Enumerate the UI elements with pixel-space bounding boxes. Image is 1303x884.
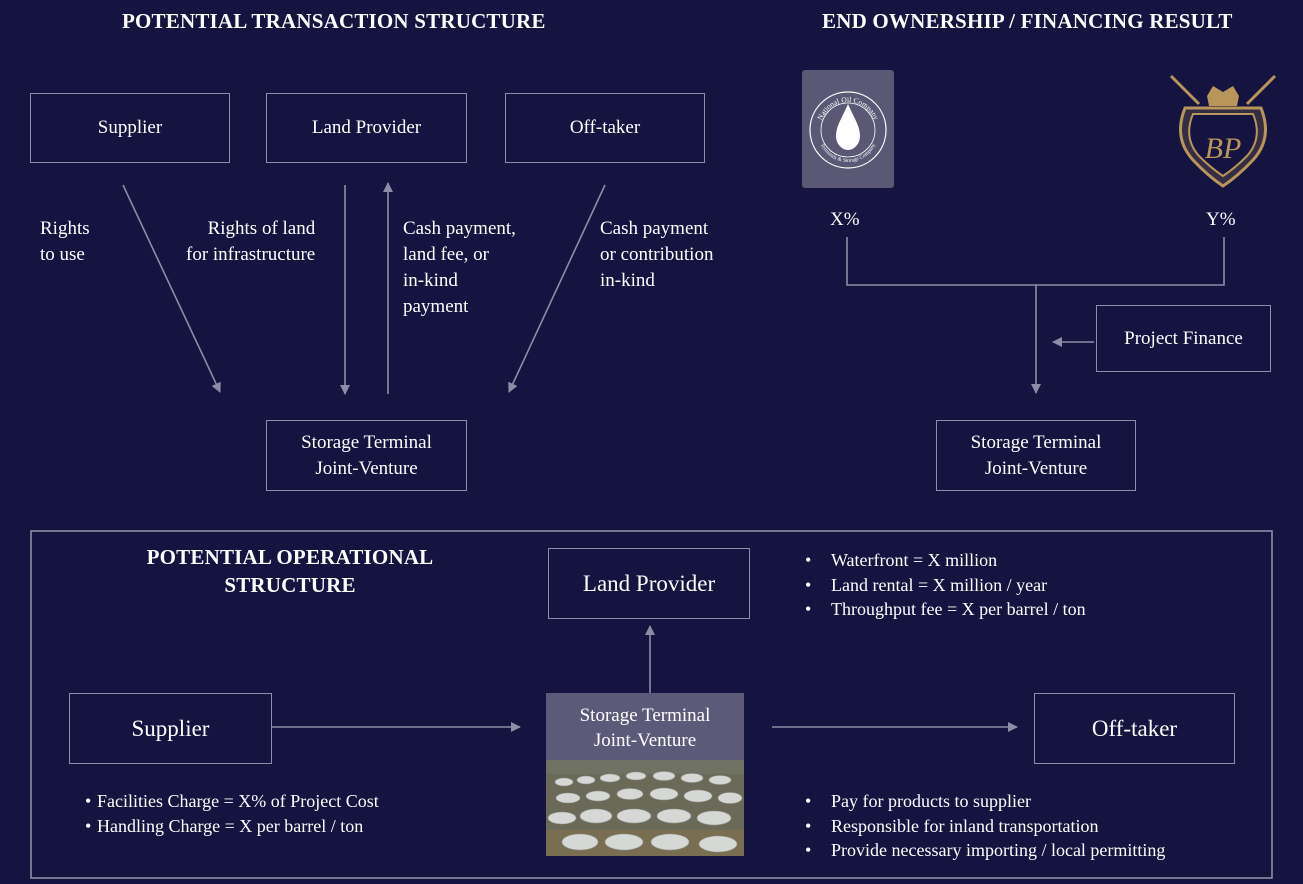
offtaker-box-op: Off-taker xyxy=(1034,693,1235,764)
operational-frame xyxy=(30,530,1273,879)
jv-label-line1: Storage Terminal xyxy=(301,431,432,453)
offtaker-label: Off-taker xyxy=(569,117,641,138)
offtaker-bullets: Pay for products to supplier Responsible… xyxy=(803,789,1165,863)
rights-of-land-label: Rights of land for infrastructure xyxy=(186,218,316,265)
transaction-structure-heading: POTENTIAL TRANSACTION STRUCTURE xyxy=(122,9,546,33)
y-percent-label: Y% xyxy=(1206,209,1236,230)
land-provider-box-op: Land Provider xyxy=(548,548,750,619)
list-item: Waterfront = X million xyxy=(803,548,1086,573)
land-provider-label-op: Land Provider xyxy=(582,570,716,596)
project-finance-label: Project Finance xyxy=(1124,327,1243,349)
storage-tanks-image xyxy=(546,760,744,856)
list-item: Provide necessary importing / local perm… xyxy=(803,838,1165,863)
jv-label-line2: Joint-Venture xyxy=(984,457,1088,479)
supplier-label-op: Supplier xyxy=(131,715,210,741)
cash-payment-offtaker-label: Cash payment or contribution in-kind xyxy=(600,218,714,291)
jv-box-operational: Storage Terminal Joint-Venture xyxy=(546,693,744,856)
list-item: Land rental = X million / year xyxy=(803,573,1086,598)
land-provider-box: Land Provider xyxy=(266,93,467,163)
rights-to-use-label: Rights to use xyxy=(40,218,90,265)
ownership-bracket xyxy=(846,237,1225,286)
jv-label-line1: Storage Terminal xyxy=(970,431,1102,453)
bp-crest-logo: BP xyxy=(1163,68,1283,188)
supplier-bullets: Facilities Charge = X% of Project Cost H… xyxy=(85,789,379,838)
supplier-box: Supplier xyxy=(30,93,230,163)
bp-logo-text: BP xyxy=(1205,132,1242,165)
project-finance-box: Project Finance xyxy=(1096,305,1271,372)
jv-box-ownership: Storage Terminal Joint-Venture xyxy=(936,420,1136,491)
list-item: Handling Charge = X per barrel / ton xyxy=(85,814,379,839)
land-provider-bullets: Waterfront = X million Land rental = X m… xyxy=(803,548,1086,622)
x-percent-label: X% xyxy=(830,209,860,230)
supplier-label: Supplier xyxy=(97,117,163,138)
operational-structure-heading: POTENTIAL OPERATIONAL STRUCTURE xyxy=(146,545,434,597)
ownership-result-heading: END OWNERSHIP / FINANCING RESULT xyxy=(822,9,1233,33)
supplier-box-op: Supplier xyxy=(69,693,272,764)
arrow-offtaker-to-jv xyxy=(508,184,606,393)
jv-label-line2: Joint-Venture xyxy=(315,457,418,479)
cash-payment-land-label: Cash payment, land fee, or in-kind payme… xyxy=(403,218,516,317)
list-item: Pay for products to supplier xyxy=(803,789,1165,814)
jv-label-op: Storage Terminal Joint-Venture xyxy=(579,705,711,751)
jv-box-transaction: Storage Terminal Joint-Venture xyxy=(266,420,467,491)
arrow-supplier-to-jv xyxy=(122,184,221,393)
land-provider-label: Land Provider xyxy=(311,117,422,138)
offtaker-box: Off-taker xyxy=(505,93,705,163)
list-item: Throughput fee = X per barrel / ton xyxy=(803,597,1086,622)
list-item: Facilities Charge = X% of Project Cost xyxy=(85,789,379,814)
noc-logo: National Oil Company Terminals & Storage… xyxy=(802,70,894,188)
list-item: Responsible for inland transportation xyxy=(803,814,1165,839)
offtaker-label-op: Off-taker xyxy=(1091,715,1178,741)
